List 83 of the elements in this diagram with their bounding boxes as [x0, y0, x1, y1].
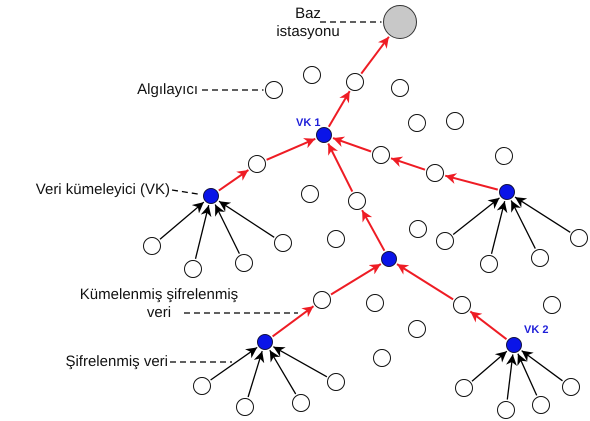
callout-label: Kümelenmiş şifrelenmiş veri	[66, 286, 252, 322]
callout-label: Veri kümeleyici (VK)	[2, 181, 170, 199]
aggregator-node	[499, 184, 515, 200]
sensor-node	[235, 254, 253, 272]
arrow	[327, 143, 354, 192]
sensor-node	[495, 147, 513, 165]
aggregator-node	[257, 334, 273, 350]
sensor-node	[409, 220, 427, 238]
arrow	[332, 136, 372, 152]
arrow	[247, 350, 264, 398]
sensor-node	[372, 146, 390, 164]
node-caption: VK 1	[296, 117, 320, 129]
sensor-node	[236, 398, 254, 416]
sensor-node	[348, 192, 366, 210]
leader-line	[170, 361, 232, 363]
aggregator-node	[316, 127, 332, 143]
sensor-node	[274, 234, 292, 252]
arrow	[214, 204, 240, 254]
leader-line	[320, 21, 382, 23]
sensor-node	[408, 320, 426, 338]
sensor-node	[301, 185, 319, 203]
callout-label: Şifrelenmiş veri	[40, 353, 168, 371]
arrow	[510, 200, 536, 249]
arrow	[360, 36, 390, 74]
arrow	[521, 350, 563, 382]
sensor-node	[436, 232, 454, 250]
arrow	[269, 350, 296, 394]
arrow	[266, 138, 316, 161]
aggregator-node	[506, 337, 522, 353]
callout-label: Baz istasyonu	[268, 5, 348, 41]
sensor-node	[532, 396, 550, 414]
arrow	[160, 202, 204, 240]
aggregator-node	[381, 251, 397, 267]
arrow	[390, 156, 426, 171]
sensor-node	[543, 296, 561, 314]
sensor-node	[391, 79, 409, 97]
sensor-node	[562, 378, 580, 396]
aggregator-node	[203, 188, 219, 204]
arrow	[452, 197, 500, 236]
sensor-node	[313, 291, 331, 309]
sensor-node	[570, 229, 588, 247]
arrow	[470, 310, 508, 340]
sensor-node	[426, 164, 444, 182]
sensor-node	[184, 260, 202, 278]
arrow	[272, 346, 328, 378]
arrow	[218, 169, 249, 192]
sensor-node	[531, 249, 549, 267]
sensor-node	[143, 237, 161, 255]
arrow	[330, 263, 382, 296]
sensor-node	[292, 394, 310, 412]
sensor-node	[303, 66, 321, 84]
node-caption: VK 2	[524, 324, 548, 336]
arrow	[490, 201, 508, 254]
leader-line	[202, 89, 264, 91]
arrow	[472, 350, 508, 382]
base-station-node	[383, 5, 417, 39]
arrow	[210, 346, 258, 381]
sensor-node	[373, 349, 391, 367]
arrow	[444, 173, 498, 191]
sensor-node	[453, 296, 471, 314]
sensor-node	[408, 114, 426, 132]
arrow	[328, 90, 351, 128]
sensor-node	[327, 373, 345, 391]
arrow	[514, 196, 571, 233]
sensor-node	[455, 379, 473, 397]
sensor-node	[346, 73, 364, 91]
arrow	[272, 305, 314, 338]
callout-label: Algılayıcı	[108, 81, 198, 99]
arrow	[506, 354, 517, 400]
sensor-node	[366, 294, 384, 312]
sensor-node	[265, 81, 283, 99]
arrow	[218, 200, 275, 238]
leader-line	[184, 312, 298, 314]
sensor-node	[248, 155, 266, 173]
arrow	[361, 210, 386, 252]
sensor-node	[193, 377, 211, 395]
sensor-node	[480, 255, 498, 273]
arrow	[194, 205, 212, 259]
arrow	[396, 263, 454, 300]
sensor-node	[446, 112, 464, 130]
sensor-node	[327, 230, 345, 248]
arrow	[517, 353, 538, 396]
sensor-node	[497, 401, 515, 419]
